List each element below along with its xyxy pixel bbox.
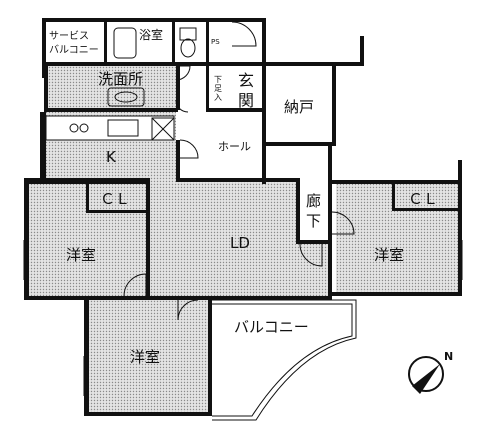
label-entrance: 玄 関 bbox=[238, 71, 259, 110]
label-entrance-line1: 玄 bbox=[238, 71, 254, 90]
label-closet-right: ＣＬ bbox=[408, 190, 438, 208]
label-western-left: 洋室 bbox=[66, 246, 96, 264]
label-washroom: 洗面所 bbox=[98, 70, 143, 88]
label-service-balcony-line2: バルコニー bbox=[49, 44, 99, 56]
windows bbox=[23, 240, 463, 396]
label-ps: PS bbox=[211, 38, 220, 46]
label-corridor-line1: 廊 bbox=[306, 192, 321, 210]
room-labels: サービス バルコニー 浴室 PS 洗面所 下足入 玄 関 納戸 K ホール 廊 … bbox=[49, 27, 438, 366]
label-western-bottom: 洋室 bbox=[130, 348, 160, 366]
label-hall: ホール bbox=[218, 140, 251, 153]
compass-north-label: N bbox=[444, 350, 453, 363]
balcony-outline bbox=[212, 299, 357, 421]
label-corridor: 廊 下 bbox=[306, 192, 326, 230]
label-service-balcony-line1: サービス bbox=[49, 30, 89, 42]
label-shoe-storage-char: 下 bbox=[214, 75, 222, 84]
label-balcony: バルコニー bbox=[234, 318, 309, 336]
walls bbox=[24, 18, 462, 416]
label-closet-left: ＣＬ bbox=[100, 190, 130, 208]
label-storage: 納戸 bbox=[284, 98, 314, 116]
label-western-right: 洋室 bbox=[374, 246, 404, 264]
label-shoe-storage: 下足入 bbox=[214, 75, 222, 102]
label-kitchen: K bbox=[106, 148, 117, 166]
label-shoe-storage-char: 足 bbox=[214, 84, 222, 93]
label-shoe-storage-char: 入 bbox=[214, 93, 222, 102]
label-ld: LD bbox=[230, 234, 250, 252]
label-entrance-line2: 関 bbox=[238, 91, 254, 110]
label-service-balcony: サービス バルコニー bbox=[49, 30, 99, 56]
label-bath: 浴室 bbox=[139, 27, 163, 42]
label-corridor-line2: 下 bbox=[306, 212, 321, 230]
doors bbox=[123, 21, 355, 321]
fixtures bbox=[45, 27, 197, 141]
compass: N bbox=[408, 350, 453, 394]
